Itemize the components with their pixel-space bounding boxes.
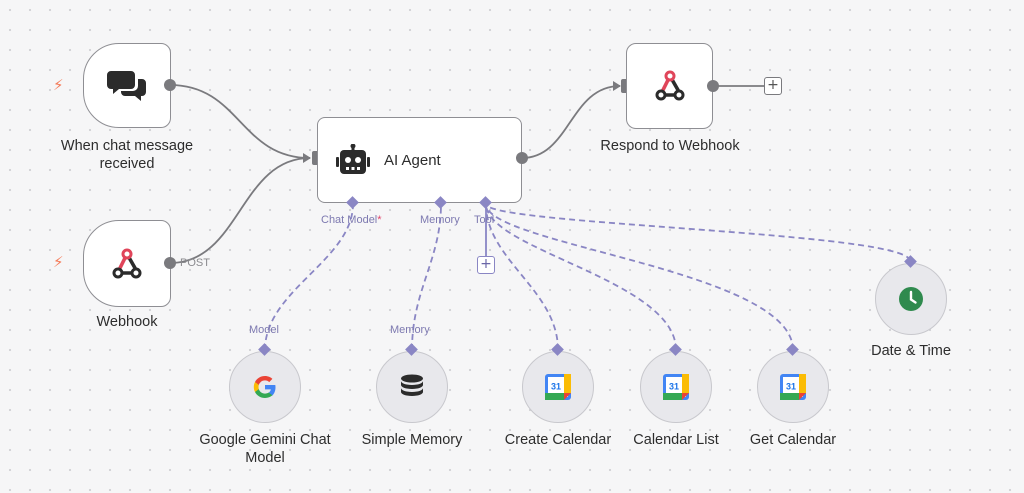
- webhook-icon: [655, 70, 684, 101]
- webhook-label: Webhook: [96, 314, 158, 330]
- google-calendar-icon: 31: [780, 374, 806, 400]
- gemini-label-line1: Google Gemini Chat: [199, 432, 331, 448]
- memory-port-label: Memory: [390, 324, 430, 336]
- agent-tool-label: Tool: [474, 214, 495, 226]
- connection-chat-to-agent[interactable]: [169, 84, 311, 159]
- trigger-bolt-icon: ⚡: [53, 253, 64, 271]
- node-get-calendar[interactable]: 31: [757, 351, 829, 423]
- respond-label: Respond to Webhook: [600, 138, 740, 154]
- node-date-time[interactable]: [875, 263, 947, 335]
- connection-calendar-list-to-agent[interactable]: [485, 203, 677, 351]
- node-ai-agent[interactable]: AI Agent: [317, 117, 522, 203]
- agent-title: AI Agent: [384, 151, 441, 169]
- calendar-day-text: 31: [669, 382, 679, 392]
- node-webhook[interactable]: [83, 220, 171, 307]
- connection-gemini-to-agent[interactable]: [264, 203, 354, 351]
- connection-get-calendar-to-agent[interactable]: [485, 203, 794, 351]
- chat-trigger-label: When chat message received: [47, 137, 207, 173]
- calendar-day-text: 31: [551, 382, 561, 392]
- add-node-button[interactable]: +: [764, 77, 782, 95]
- webhook-output-port[interactable]: [164, 257, 176, 269]
- chat-trigger-label-line2: received: [99, 156, 155, 172]
- create-calendar-label: Create Calendar: [504, 432, 612, 448]
- clock-icon: [899, 287, 923, 311]
- agent-input-port[interactable]: [312, 151, 319, 165]
- node-respond-to-webhook[interactable]: [626, 43, 713, 129]
- node-simple-memory[interactable]: [376, 351, 448, 423]
- google-g-icon: [253, 376, 276, 398]
- chat-model-text: Chat Model: [321, 214, 378, 226]
- arrow-into-respond: [613, 81, 621, 91]
- robot-icon: [336, 144, 370, 174]
- node-when-chat-message[interactable]: [83, 43, 171, 128]
- gemini-label-line2: Model: [245, 450, 285, 466]
- webhook-port-label: POST: [180, 257, 210, 269]
- date-time-label: Date & Time: [871, 343, 951, 359]
- respond-input-port[interactable]: [621, 79, 628, 93]
- connection-create-calendar-to-agent[interactable]: [485, 203, 559, 351]
- respond-output-port[interactable]: [707, 80, 719, 92]
- trigger-bolt-icon: ⚡: [53, 76, 64, 94]
- get-calendar-label: Get Calendar: [749, 432, 837, 448]
- connection-datetime-to-agent[interactable]: [485, 203, 911, 262]
- gemini-label: Google Gemini Chat Model: [180, 431, 350, 467]
- node-calendar-list[interactable]: 31: [640, 351, 712, 423]
- agent-memory-label: Memory: [420, 214, 460, 226]
- arrow-into-agent: [303, 153, 311, 163]
- database-icon: [401, 374, 423, 396]
- node-create-calendar[interactable]: 31: [522, 351, 594, 423]
- gemini-port-label: Model: [249, 324, 279, 336]
- connection-memory-to-agent[interactable]: [411, 203, 442, 351]
- memory-label: Simple Memory: [361, 432, 463, 448]
- connection-agent-to-respond[interactable]: [521, 85, 621, 159]
- calendar-day-text: 31: [786, 382, 796, 392]
- add-tool-button[interactable]: +: [477, 256, 495, 274]
- webhook-icon: [112, 248, 142, 278]
- chat-trigger-label-line1: When chat message: [60, 138, 194, 154]
- connection-webhook-to-agent[interactable]: [169, 157, 311, 264]
- chat-bubbles-icon: [107, 70, 146, 101]
- chat-trigger-output-port[interactable]: [164, 79, 176, 91]
- required-mark: *: [377, 214, 382, 226]
- google-calendar-icon: 31: [663, 374, 689, 400]
- google-calendar-icon: 31: [545, 374, 571, 400]
- agent-output-port[interactable]: [516, 152, 528, 164]
- calendar-list-label: Calendar List: [633, 432, 719, 448]
- agent-chat-model-label: Chat Model*: [321, 214, 382, 226]
- node-google-gemini-chat-model[interactable]: [229, 351, 301, 423]
